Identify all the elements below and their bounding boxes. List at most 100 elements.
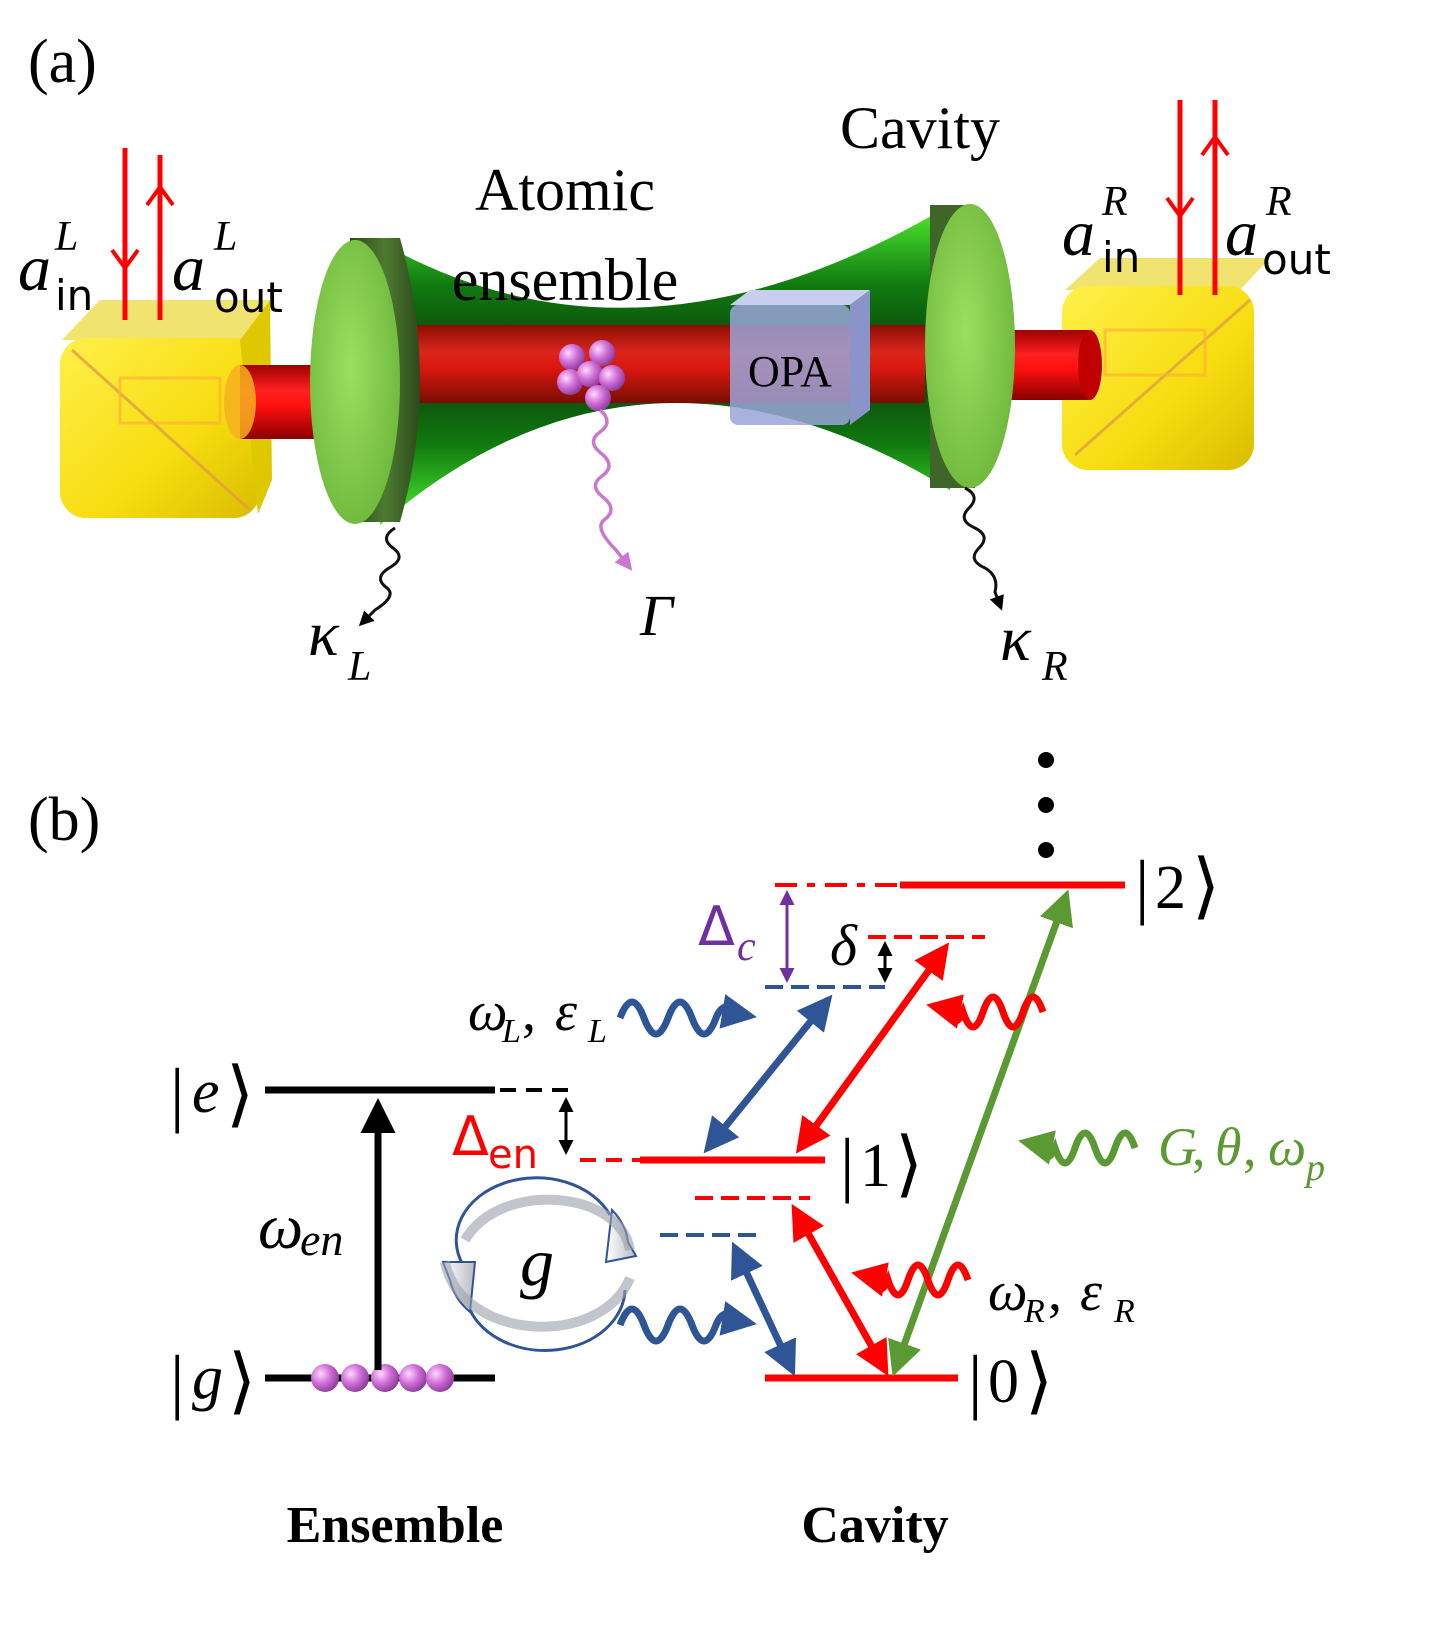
svg-text:p: p xyxy=(1303,1147,1325,1189)
svg-text:Δ: Δ xyxy=(452,1105,489,1168)
svg-text:L: L xyxy=(347,644,371,690)
ground-state-atoms xyxy=(311,1364,454,1392)
svg-text:g: g xyxy=(192,1344,223,1412)
right-drive-photon-upper xyxy=(926,993,1047,1031)
svg-text:ω: ω xyxy=(258,1191,303,1262)
ensemble-label-line2: ensemble xyxy=(452,247,679,313)
atom-cluster xyxy=(557,340,625,411)
svg-text:⟩: ⟩ xyxy=(1192,846,1220,926)
left-loss-label: κ L xyxy=(308,598,371,690)
left-drive-photon-lower xyxy=(616,1301,757,1345)
svg-text:a: a xyxy=(18,232,51,305)
svg-text:L: L xyxy=(213,214,237,260)
svg-text:|: | xyxy=(840,1124,854,1204)
left-beam-splitter-cube xyxy=(60,300,272,518)
transition-lower-blue xyxy=(730,1241,797,1377)
svg-text:⟩: ⟩ xyxy=(226,1054,254,1134)
cavity-caption: Cavity xyxy=(801,1497,948,1554)
svg-text:κ: κ xyxy=(308,598,340,669)
ket-g-label: | g ⟩ xyxy=(170,1341,256,1421)
svg-text:ω: ω xyxy=(988,1261,1028,1323)
svg-text:R: R xyxy=(1265,179,1292,225)
left-output-label: a L out xyxy=(172,214,283,322)
svg-text:κ: κ xyxy=(1000,603,1032,674)
left-beam-end xyxy=(224,365,256,439)
svg-text:|: | xyxy=(170,1341,184,1421)
transition-pump-green xyxy=(888,889,1073,1377)
svg-text:1: 1 xyxy=(860,1132,891,1200)
panel-b-label: (b) xyxy=(28,786,100,854)
svg-text:R: R xyxy=(1101,179,1128,225)
right-drive-label: ω R , ε R xyxy=(988,1261,1135,1330)
svg-text:R: R xyxy=(1023,1293,1045,1330)
svg-text:e: e xyxy=(192,1058,220,1126)
svg-text:L: L xyxy=(587,1013,607,1050)
right-loss-wave xyxy=(962,486,1004,611)
left-drive-label: ω L , ε L xyxy=(468,981,607,1050)
right-input-label: a R in xyxy=(1062,179,1140,282)
omega-en-label: ω en xyxy=(258,1191,343,1265)
svg-text:R: R xyxy=(1113,1293,1135,1330)
right-in-arrowhead xyxy=(1165,196,1195,220)
svg-text:,: , xyxy=(1243,1117,1257,1177)
svg-text:c: c xyxy=(737,924,756,970)
transition-lower-red xyxy=(791,1203,889,1377)
svg-text:,: , xyxy=(1192,1117,1206,1177)
svg-text:a: a xyxy=(1062,197,1095,270)
svg-text:en: en xyxy=(488,1132,538,1178)
left-drive-photon-upper xyxy=(616,994,757,1038)
atom-decay-label: Γ xyxy=(639,583,675,648)
left-mirror xyxy=(310,238,420,524)
svg-text:Δ: Δ xyxy=(698,895,735,958)
svg-text:|: | xyxy=(170,1054,184,1134)
transition-upper-blue xyxy=(703,994,833,1154)
svg-text:0: 0 xyxy=(988,1348,1019,1416)
right-mirror xyxy=(925,204,1015,488)
svg-text:⟩: ⟩ xyxy=(1025,1341,1053,1421)
svg-text:out: out xyxy=(1262,235,1331,284)
svg-text:in: in xyxy=(55,271,93,320)
left-out-arrowhead xyxy=(145,183,175,207)
ket-e-label: | e ⟩ xyxy=(170,1054,254,1134)
ensemble-label-line1: Atomic xyxy=(475,157,655,223)
right-out-arrowhead xyxy=(1200,133,1230,157)
svg-text:L: L xyxy=(54,214,78,260)
svg-text:ω: ω xyxy=(468,981,508,1043)
svg-text:R: R xyxy=(1041,644,1068,690)
svg-text:L: L xyxy=(501,1013,521,1050)
higher-states-dots xyxy=(1038,752,1054,858)
svg-text:⟩: ⟩ xyxy=(228,1341,256,1421)
coupling-g-label: g xyxy=(520,1224,554,1300)
pump-label: G , θ , ω p xyxy=(1158,1117,1325,1189)
ensemble-caption: Ensemble xyxy=(287,1497,504,1554)
svg-text:|: | xyxy=(968,1341,982,1421)
delta-en-label: Δ en xyxy=(452,1105,538,1178)
svg-text:,: , xyxy=(522,981,536,1043)
opa-crystal: OPA xyxy=(730,290,870,425)
svg-text:ω: ω xyxy=(1268,1117,1306,1177)
pump-photon xyxy=(1018,1129,1139,1167)
svg-text:⟩: ⟩ xyxy=(895,1124,923,1204)
right-beam-splitter-cube xyxy=(1062,258,1270,470)
transition-upper-red xyxy=(795,942,950,1154)
svg-text:G: G xyxy=(1158,1117,1197,1177)
ket-1-label: | 1 ⟩ xyxy=(840,1124,923,1204)
right-drive-photon-lower xyxy=(851,1261,972,1299)
atom-decay-wave xyxy=(591,408,633,571)
left-loss-wave xyxy=(358,526,401,627)
svg-text:out: out xyxy=(214,273,283,322)
svg-text:2: 2 xyxy=(1155,854,1186,922)
right-beam-end xyxy=(1078,330,1102,400)
svg-text:,: , xyxy=(1048,1261,1062,1323)
right-output-label: a R out xyxy=(1225,179,1331,284)
ket-0-label: | 0 ⟩ xyxy=(968,1341,1053,1421)
svg-text:a: a xyxy=(172,232,205,305)
delta-small-label: δ xyxy=(830,913,858,978)
svg-text:in: in xyxy=(1102,233,1140,282)
ket-2-label: | 2 ⟩ xyxy=(1135,846,1220,926)
svg-text:a: a xyxy=(1225,197,1258,270)
delta-c-label: Δ c xyxy=(698,895,756,970)
left-in-arrowhead xyxy=(110,248,140,272)
